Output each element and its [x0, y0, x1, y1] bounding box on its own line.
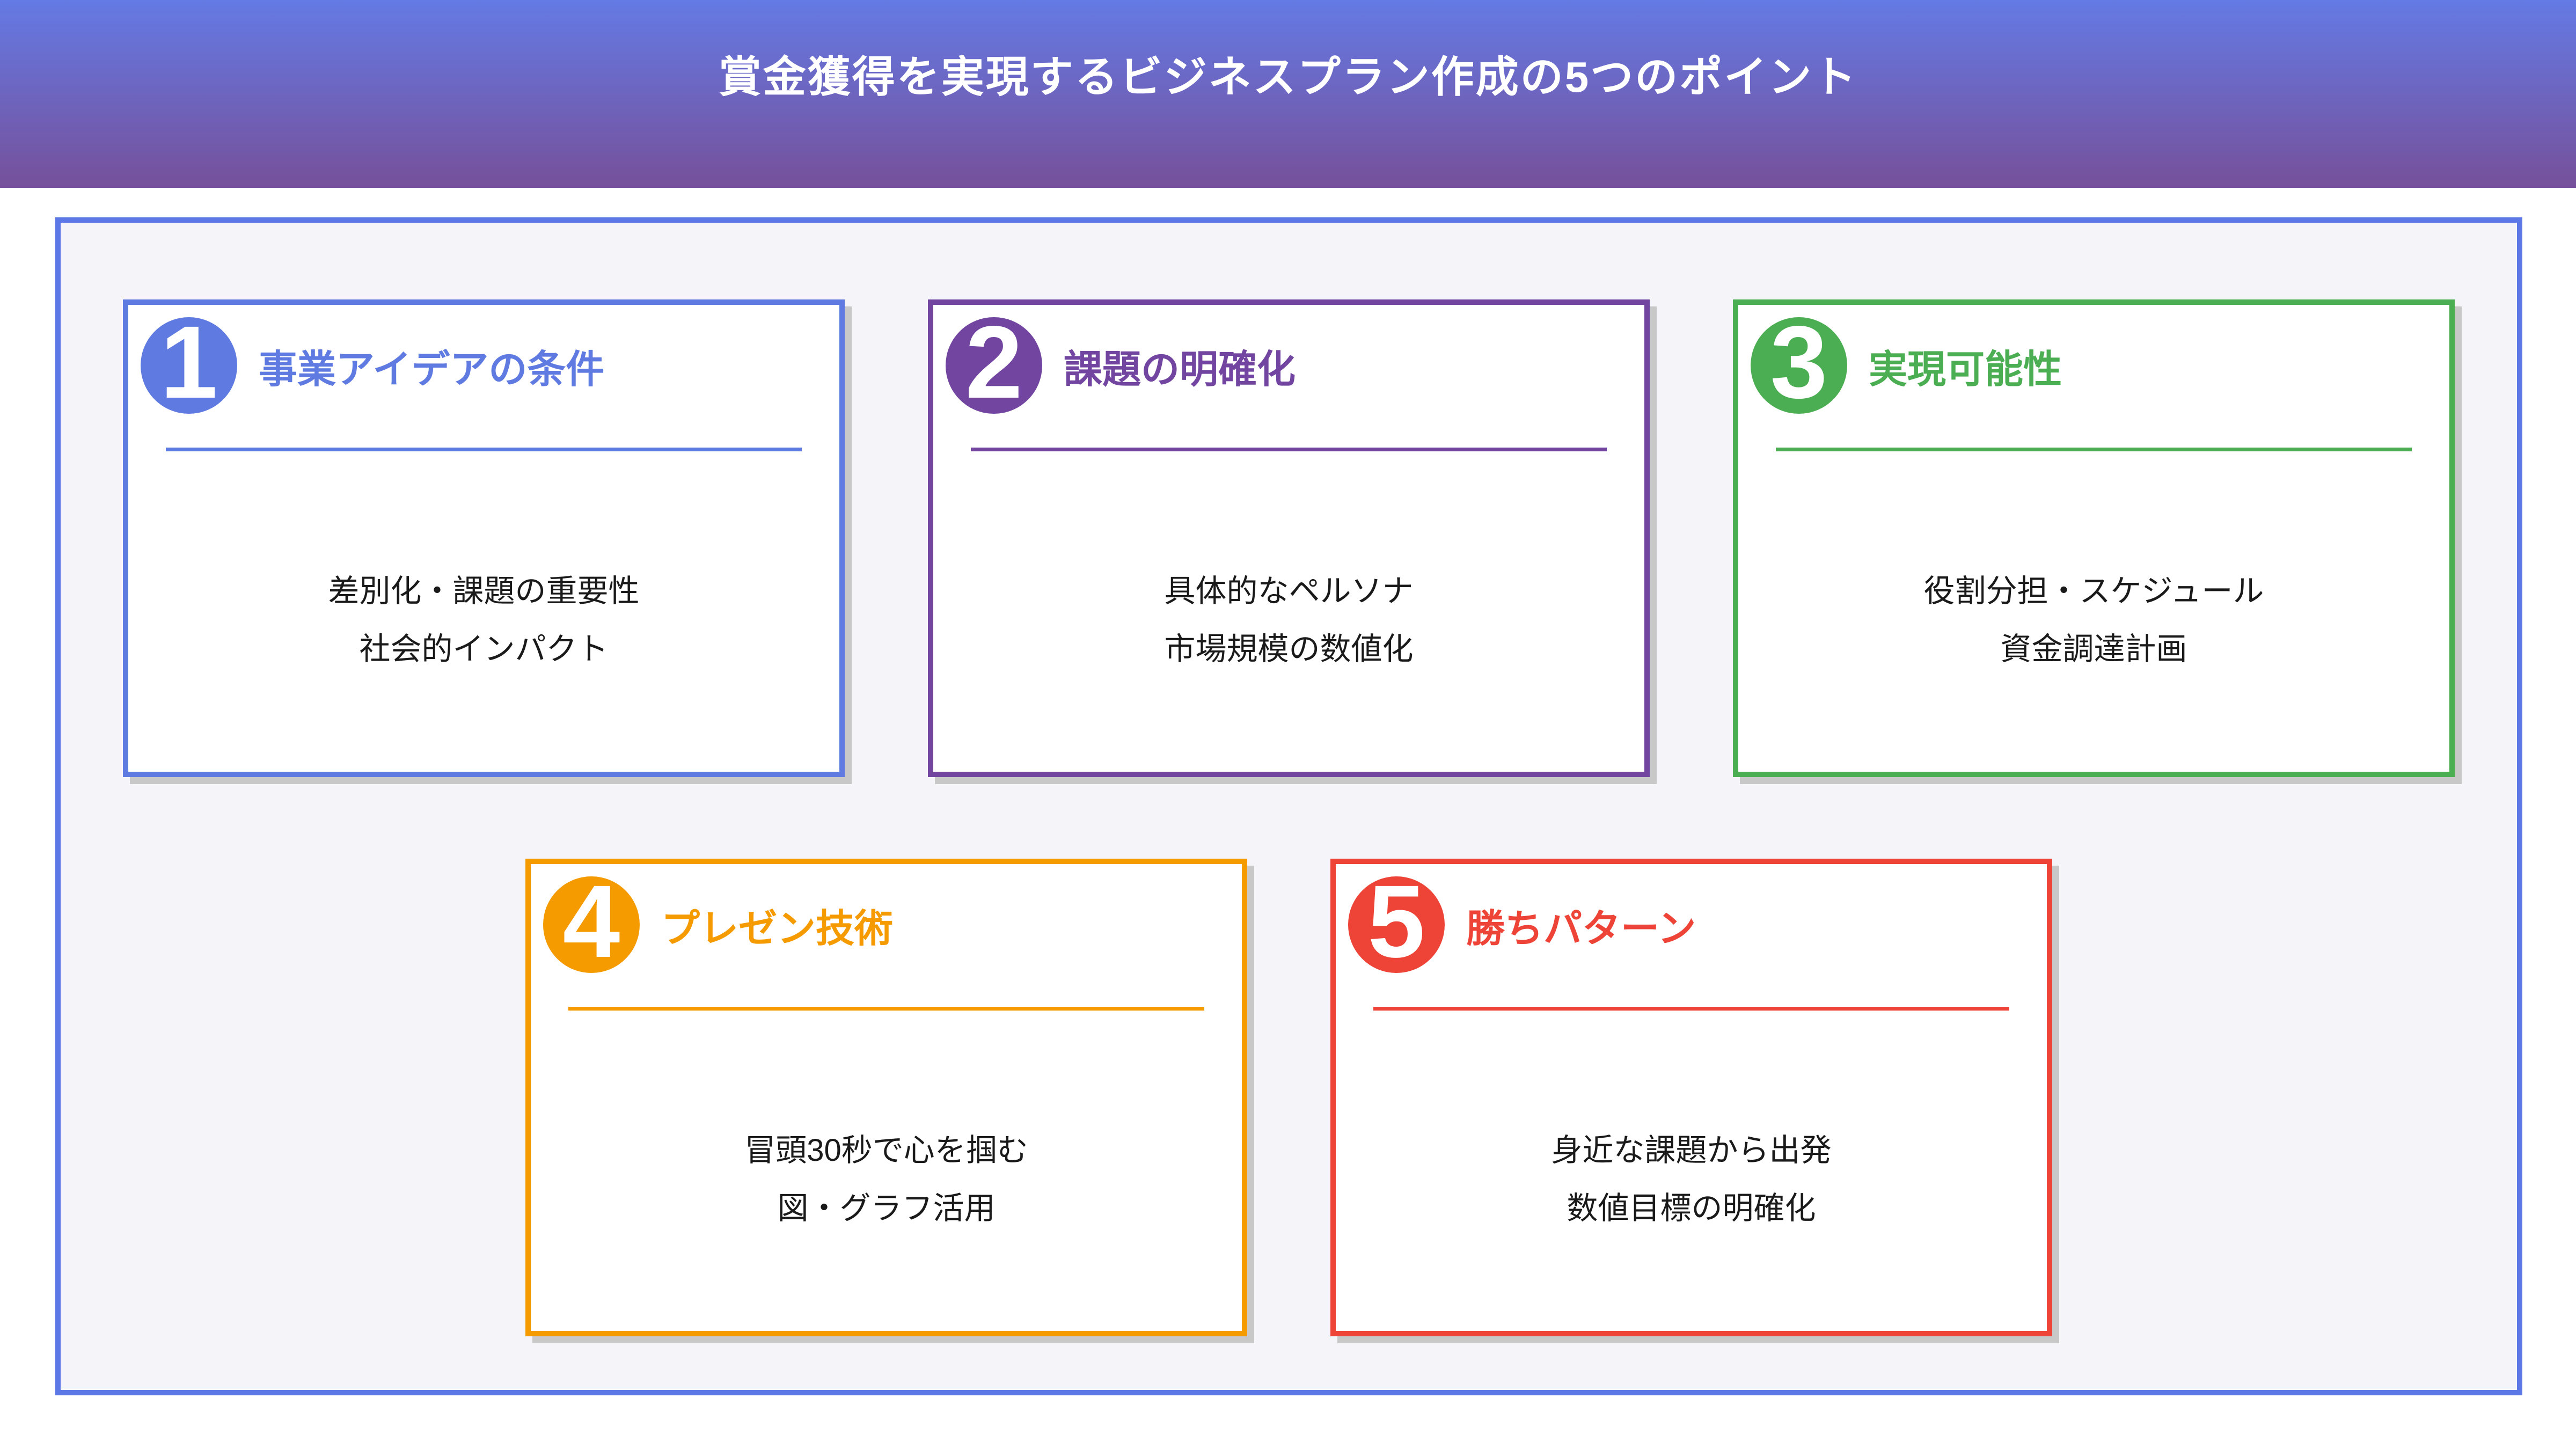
badge-number: 5 [1367, 863, 1425, 979]
badge-number: 2 [965, 304, 1023, 420]
number-badge: 1 [141, 311, 237, 414]
card-header: 4 プレゼン技術 [543, 870, 894, 973]
card-title: 課題の明確化 [1064, 348, 1296, 391]
divider-line [971, 448, 1607, 451]
page-title: 賞金獲得を実現するビジネスプラン作成の5つのポイント [718, 53, 1858, 101]
point-card-3: 3 実現可能性 役割分担・スケジュール 資金調達計画 [1733, 299, 2455, 777]
number-badge: 3 [1751, 311, 1847, 414]
point-card-5: 5 勝ちパターン 身近な課題から出発 数値目標の明確化 [1330, 859, 2052, 1336]
point-card-1: 1 事業アイデアの条件 差別化・課題の重要性 社会的インパクト [123, 299, 845, 777]
card-title: 実現可能性 [1869, 348, 2062, 391]
card-row-bottom: 4 プレゼン技術 冒頭30秒で心を掴む 図・グラフ活用 5 勝ちパターン [61, 859, 2517, 1336]
divider-line [568, 1007, 1204, 1011]
card-header: 5 勝ちパターン [1348, 870, 1696, 973]
body-line: 具体的なペルソナ [1164, 574, 1414, 609]
point-card-4: 4 プレゼン技術 冒頭30秒で心を掴む 図・グラフ活用 [525, 859, 1247, 1336]
card-row-top: 1 事業アイデアの条件 差別化・課題の重要性 社会的インパクト 2 課題の明確化 [61, 299, 2517, 777]
divider-line [166, 448, 802, 451]
card-body: 身近な課題から出発 数値目標の明確化 [1341, 1122, 2041, 1238]
card-title: 勝ちパターン [1466, 907, 1696, 950]
card-header: 2 課題の明確化 [946, 311, 1296, 414]
card-title: プレゼン技術 [661, 907, 894, 950]
body-line: 差別化・課題の重要性 [328, 574, 640, 609]
body-line: 役割分担・スケジュール [1923, 574, 2264, 609]
badge-number: 3 [1770, 304, 1828, 420]
body-line: 図・グラフ活用 [777, 1191, 996, 1226]
body-line: 冒頭30秒で心を掴む [744, 1133, 1028, 1168]
content-frame: 1 事業アイデアの条件 差別化・課題の重要性 社会的インパクト 2 課題の明確化 [55, 217, 2522, 1395]
card-header: 1 事業アイデアの条件 [141, 311, 605, 414]
body-line: 資金調達計画 [2000, 632, 2187, 667]
number-badge: 2 [946, 311, 1042, 414]
divider-line [1776, 448, 2412, 451]
header-banner: 賞金獲得を実現するビジネスプラン作成の5つのポイント [0, 0, 2576, 188]
point-card-2: 2 課題の明確化 具体的なペルソナ 市場規模の数値化 [928, 299, 1650, 777]
badge-number: 1 [160, 304, 218, 420]
body-line: 社会的インパクト [359, 632, 609, 667]
number-badge: 5 [1348, 870, 1445, 973]
body-line: 身近な課題から出発 [1551, 1133, 1832, 1168]
card-body: 冒頭30秒で心を掴む 図・グラフ活用 [536, 1122, 1236, 1238]
card-header: 3 実現可能性 [1751, 311, 2062, 414]
divider-line [1373, 1007, 2009, 1011]
card-title: 事業アイデアの条件 [259, 348, 605, 391]
body-line: 数値目標の明確化 [1567, 1191, 1816, 1226]
body-line: 市場規模の数値化 [1164, 632, 1414, 667]
number-badge: 4 [543, 870, 640, 973]
card-body: 具体的なペルソナ 市場規模の数値化 [939, 562, 1639, 678]
card-body: 役割分担・スケジュール 資金調達計画 [1744, 562, 2444, 678]
badge-number: 4 [562, 863, 620, 979]
card-body: 差別化・課題の重要性 社会的インパクト [134, 562, 834, 678]
